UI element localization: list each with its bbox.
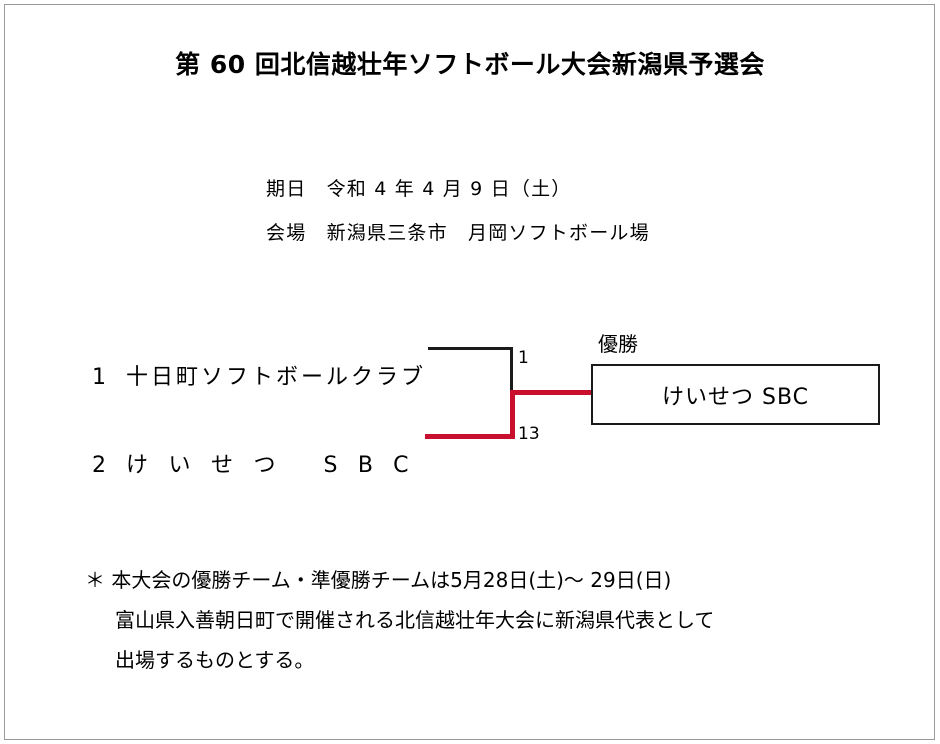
bracket-line-top-horizontal xyxy=(428,347,513,350)
seed-team-name-1: 十日町ソフトボールクラブ xyxy=(125,365,426,390)
bracket-line-winner-advance xyxy=(510,390,594,395)
event-venue-line: 会場 新潟県三条市 月岡ソフトボール場 xyxy=(266,222,650,244)
seed-number-1: 1 xyxy=(91,365,106,390)
seed-number-2: 2 xyxy=(91,453,106,478)
seed-team-name-2: けいせつ SBC xyxy=(125,453,429,478)
footnote-block: ＊ 本大会の優勝チーム・準優勝チームは5月28日(土)～ 29日(日) 富山県入… xyxy=(85,560,875,680)
bracket-seed-row-2: 2 けいせつ SBC xyxy=(50,421,429,511)
bracket-line-vertical-upper xyxy=(510,347,513,392)
match-score-team-2: 13 xyxy=(518,424,540,444)
champion-label: 優勝 xyxy=(598,332,638,356)
bracket-line-vertical-lower xyxy=(510,390,515,438)
page-title: 第 60 回北信越壮年ソフトボール大会新潟県予選会 xyxy=(175,50,765,79)
footnote-line-1: ＊ 本大会の優勝チーム・準優勝チームは5月28日(土)～ 29日(日) xyxy=(85,568,672,592)
bracket-line-bottom-horizontal xyxy=(425,434,515,439)
footnote-line-3: 出場するものとする。 xyxy=(115,648,315,672)
champion-box: けいせつ SBC xyxy=(591,364,880,425)
footnote-line-2: 富山県入善朝日町で開催される北信越壮年大会に新潟県代表として xyxy=(115,608,715,632)
bracket-seed-row-1: 1 十日町ソフトボールクラブ xyxy=(50,333,426,423)
event-date-line: 期日 令和 4 年 4 月 9 日（土） xyxy=(266,178,572,200)
champion-team-name: けいせつ SBC xyxy=(661,384,810,410)
match-score-team-1: 1 xyxy=(518,348,529,368)
